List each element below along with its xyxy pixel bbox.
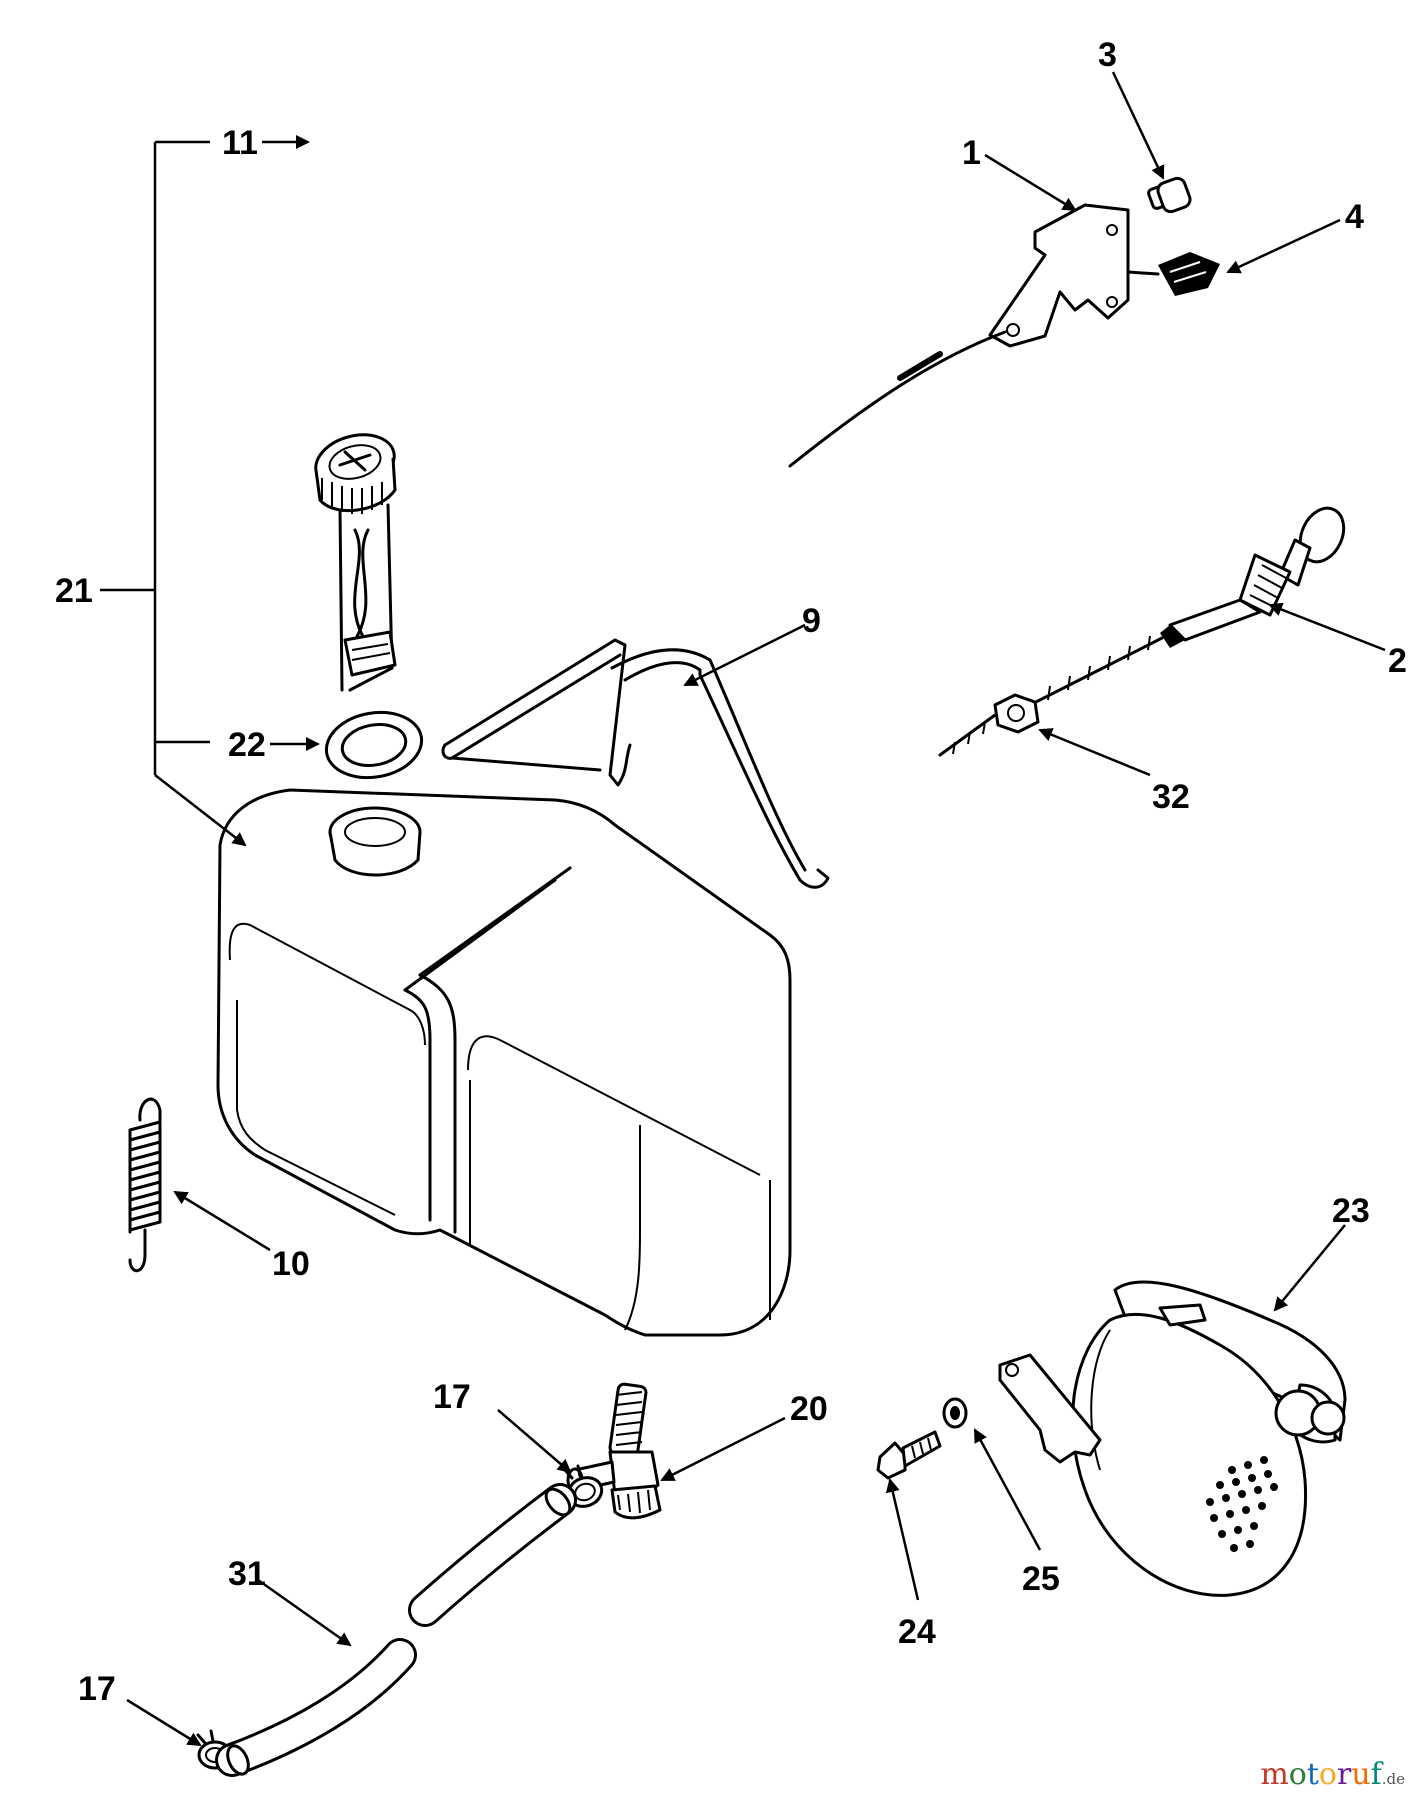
throttle-bracket: [788, 203, 1160, 468]
wm-tld: .de: [1381, 1770, 1405, 1788]
callout-20: 20: [790, 1390, 828, 1428]
bolt-part-3: [1147, 176, 1192, 214]
callout-23: 23: [1332, 1192, 1370, 1230]
callout-25: 25: [1022, 1560, 1060, 1598]
hex-nut-part-32: [938, 693, 1040, 757]
callout-11: 11: [222, 124, 258, 162]
fuel-tank: [216, 788, 792, 1337]
callout-21: 21: [55, 572, 93, 610]
gasket-part-22: [324, 710, 424, 780]
watermark-logo: motoruf.de: [1260, 1757, 1405, 1792]
callout-32: 32: [1152, 778, 1190, 816]
muffler-part-23: [998, 1280, 1347, 1597]
callout-2: 2: [1388, 642, 1407, 680]
callout-17-lower: 17: [78, 1670, 116, 1708]
washer-part-25: [942, 1397, 968, 1429]
callout-22: 22: [228, 726, 266, 764]
callout-9: 9: [802, 602, 821, 640]
fuel-hose-part-31: [215, 1483, 577, 1777]
wm-r: r: [1336, 1757, 1352, 1792]
fuel-cap-part-11: [314, 433, 397, 692]
shutoff-valve-part-20: [566, 1382, 662, 1520]
wm-o2: o: [1318, 1757, 1337, 1792]
leader-lines: [100, 71, 1386, 1747]
wm-u: u: [1351, 1757, 1371, 1792]
wm-f: f: [1370, 1757, 1382, 1792]
wm-m: m: [1260, 1757, 1289, 1792]
callout-10: 10: [272, 1245, 310, 1283]
pad-part-4: [1158, 252, 1220, 296]
callout-4: 4: [1345, 198, 1364, 236]
callout-17-upper: 17: [433, 1378, 471, 1416]
wm-t: t: [1306, 1757, 1319, 1792]
callout-24: 24: [898, 1613, 936, 1651]
wire-bracket-part-9: [441, 638, 830, 889]
callout-31: 31: [228, 1555, 266, 1593]
callout-labels: 3 1 4 2 32 9 11 21 22 10 17 20 31 17 23 …: [55, 36, 1407, 1708]
spring-part-10: [128, 1097, 162, 1273]
bolt-part-24: [876, 1430, 942, 1480]
callout-3: 3: [1098, 36, 1117, 74]
callout-1: 1: [962, 134, 981, 172]
wm-o1: o: [1288, 1757, 1307, 1792]
muffler-perforations: [1206, 1456, 1278, 1552]
choke-cable-part-2: [1028, 506, 1346, 707]
